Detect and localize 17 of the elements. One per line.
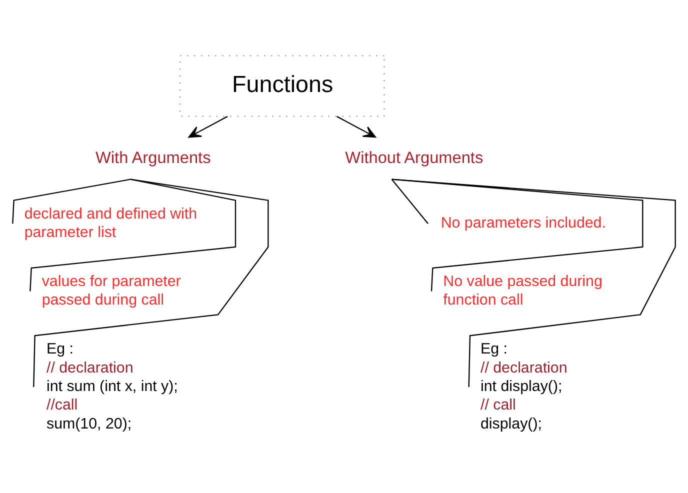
connector xyxy=(392,178,644,291)
arrow xyxy=(336,115,376,138)
node-box: Functions xyxy=(180,54,385,116)
node-text: With Arguments xyxy=(96,148,211,167)
node-text: declared and defined with parameter list xyxy=(24,204,198,240)
node-text: No value passed during function call xyxy=(443,272,602,308)
node-text: values for parameter passed during call xyxy=(42,272,181,308)
connector xyxy=(392,178,676,387)
node-text: Without Arguments xyxy=(345,148,484,167)
arrow xyxy=(188,115,228,138)
node-text: Eg : // declaration int display(); // call display(); xyxy=(480,340,568,432)
connector xyxy=(33,178,269,387)
node-text: Eg : // declaration int sum (int x, int y); //call sum(10, 20); xyxy=(46,340,178,432)
node-text: No parameters included. xyxy=(440,214,606,232)
connector xyxy=(30,178,236,291)
connector xyxy=(12,178,131,224)
connector xyxy=(391,178,428,224)
